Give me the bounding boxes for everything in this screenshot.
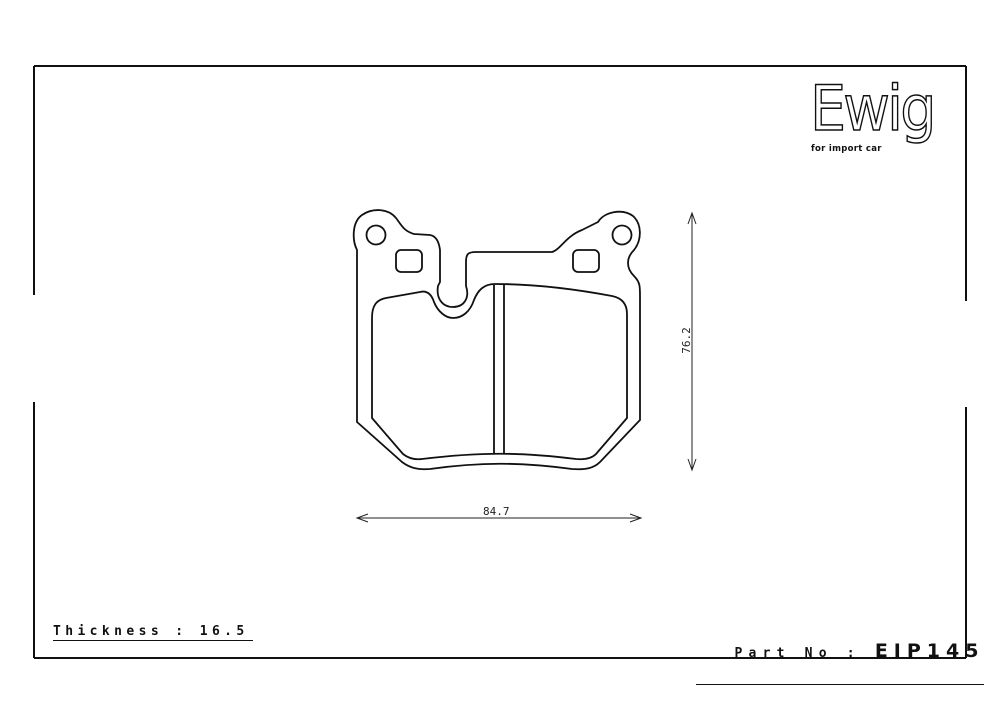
drawing-frame	[33, 65, 967, 659]
mounting-hole-left	[365, 224, 387, 246]
brand-tagline: for import car	[811, 144, 882, 154]
width-dimension-label: 84.7	[483, 505, 510, 518]
brand-logo: Ewig for import car	[808, 71, 938, 160]
mounting-hole-right	[611, 224, 633, 246]
part-number-value: EIP145	[874, 640, 985, 662]
backing-plate-outline	[352, 209, 641, 471]
height-dimension-label: 76.2	[679, 327, 693, 354]
slot-left	[395, 249, 423, 273]
slot-right	[572, 249, 600, 273]
friction-material-outline	[371, 283, 628, 461]
part-number-label: Part No :	[734, 646, 875, 661]
thickness-label: Thickness : 16.5	[53, 624, 253, 641]
part-number: Part No : EIP145	[696, 621, 985, 685]
brand-name: Ewig	[809, 71, 937, 146]
height-dimension-line	[687, 211, 697, 472]
brake-pad-drawing	[352, 209, 641, 471]
width-dimension-line	[355, 513, 643, 523]
